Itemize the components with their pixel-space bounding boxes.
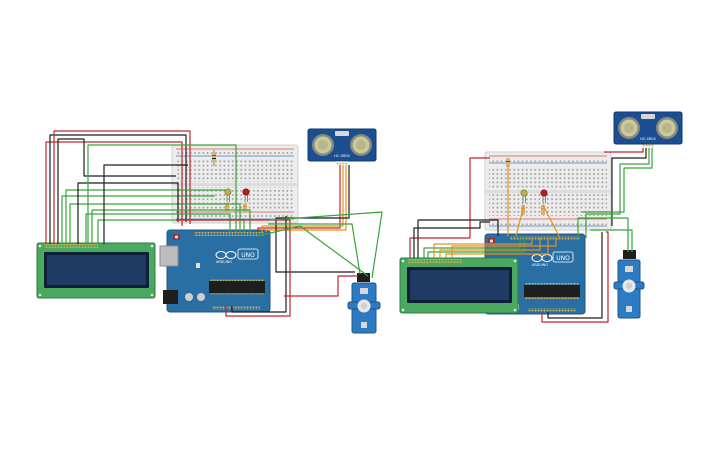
arduino-model: UNO [241, 252, 255, 259]
led-yellow-right[interactable] [520, 189, 528, 203]
led-red-right[interactable] [540, 189, 548, 203]
resistor-left-3[interactable] [243, 203, 247, 213]
wire [269, 211, 383, 279]
wire [515, 204, 525, 237]
wire [417, 219, 499, 258]
wire [257, 165, 341, 232]
wire [409, 157, 490, 258]
wire [176, 219, 291, 317]
wire [275, 165, 355, 273]
sensor-label: HC-SR04 [640, 137, 656, 141]
wires-right [409, 148, 653, 323]
wire [541, 231, 609, 323]
wire [69, 203, 241, 244]
wire [413, 221, 490, 258]
wire [284, 275, 358, 297]
wire [53, 130, 191, 244]
wire [103, 164, 188, 244]
breadboard-right[interactable] [484, 151, 612, 231]
servo-motor-left[interactable] [347, 273, 381, 334]
arduino-brand: ARDUINO [216, 260, 232, 264]
wire [611, 148, 647, 226]
arduino-model: UNO [556, 255, 570, 262]
wire [85, 213, 231, 244]
lcd-display-right[interactable] [399, 257, 519, 314]
arduino-brand: ARDUINO [532, 263, 548, 267]
wire [231, 216, 287, 313]
led-red-left[interactable] [242, 188, 250, 202]
arduino-uno-left[interactable]: ARDUINO UNO [159, 229, 271, 313]
servo-motor-right[interactable] [613, 250, 645, 319]
wires-left [45, 130, 383, 317]
wire [427, 238, 525, 258]
wire [433, 238, 533, 258]
resistor-right-1[interactable] [506, 158, 510, 167]
led-yellow-left[interactable] [224, 188, 232, 202]
circuit-left: HC-SR04 [36, 128, 383, 334]
wire [547, 232, 603, 319]
wire [261, 165, 344, 232]
wire [65, 189, 225, 244]
wire [439, 238, 541, 258]
wire [61, 195, 215, 244]
wire [582, 148, 653, 213]
wire [77, 182, 179, 244]
wire [97, 219, 245, 244]
ultrasonic-sensor-right[interactable]: HC-SR04 [613, 111, 683, 148]
resistor-left-1[interactable] [212, 150, 216, 166]
wire [45, 141, 183, 244]
wire [423, 238, 521, 258]
wire [257, 225, 369, 277]
ultrasonic-sensor-left[interactable]: HC-SR04 [307, 128, 377, 165]
wire [87, 144, 237, 244]
wire [268, 223, 361, 275]
wire [604, 148, 644, 153]
wire [577, 217, 629, 252]
wire [590, 229, 633, 252]
circuit-right: HC-SR04 ARDUINO UNO [399, 111, 683, 323]
wire [57, 138, 176, 244]
wire [49, 134, 187, 244]
wire [542, 204, 561, 239]
breadboard-left[interactable] [171, 144, 299, 224]
lcd-display-left[interactable] [36, 242, 156, 299]
wire [451, 238, 557, 258]
sensor-label: HC-SR04 [334, 154, 350, 158]
wire [91, 209, 251, 244]
